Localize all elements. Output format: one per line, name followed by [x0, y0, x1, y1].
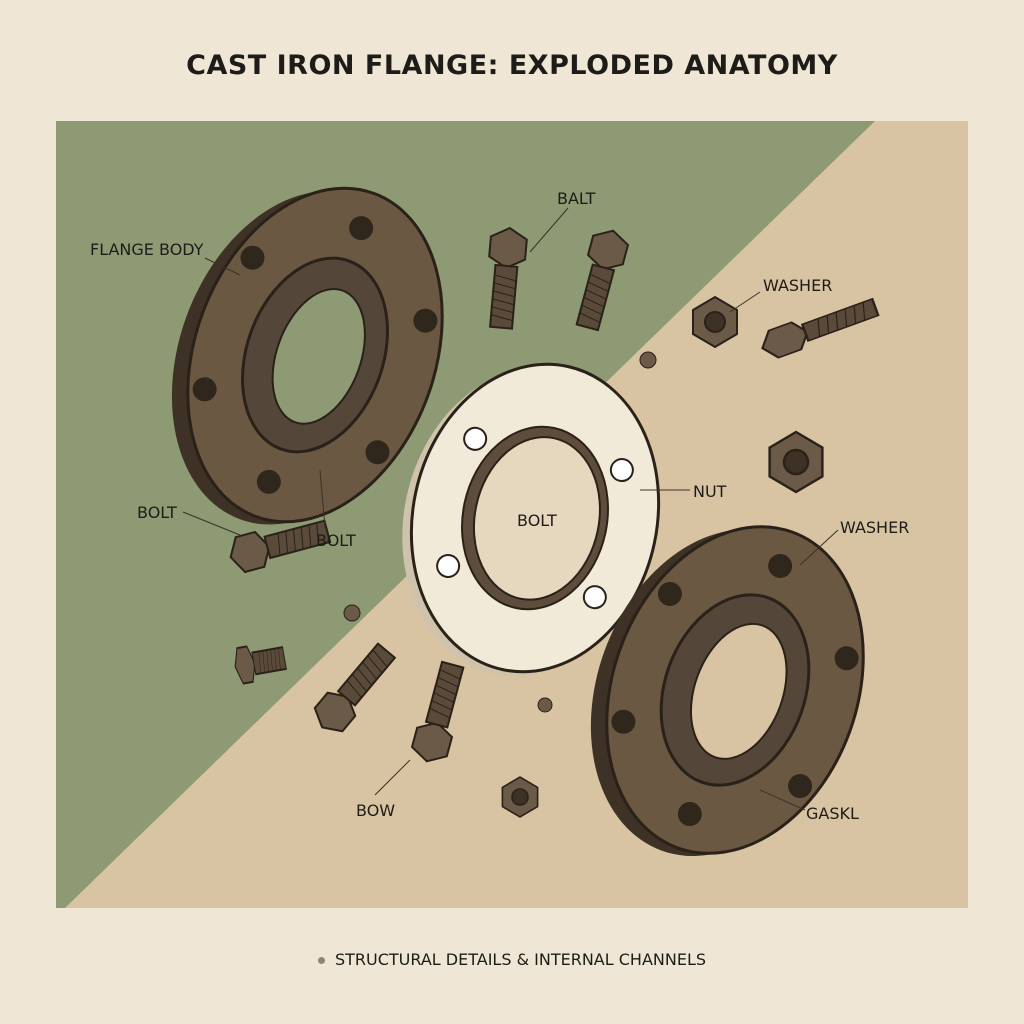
dot-icon [317, 957, 325, 964]
footer-text: STRUCTURAL DETAILS & INTERNAL CHANNELS [334, 950, 707, 969]
label-flange-body: FLANGE BODY [90, 240, 204, 259]
pin-icon [537, 697, 553, 713]
diagram-title: CAST IRON FLANGE: EXPLODED ANATOMY [186, 50, 838, 81]
label-bolt-left: BOLT [137, 503, 177, 522]
label-washer-top: WASHER [763, 276, 832, 295]
footer-caption: STRUCTURAL DETAILS & INTERNAL CHANNELS [0, 950, 1024, 969]
label-washer-right: WASHER [840, 518, 909, 537]
label-gaskl: GASKL [806, 804, 859, 823]
label-bolt-center: BOLT [517, 511, 557, 530]
label-balt: BALT [557, 189, 596, 208]
label-nut: NUT [693, 482, 727, 501]
pin-icon [639, 351, 657, 369]
label-bow: BOW [356, 801, 395, 820]
leader-lines [182, 207, 839, 811]
pin-icon [343, 604, 361, 622]
gasket [402, 362, 661, 676]
flange-body-right [590, 525, 865, 857]
label-bolt-under-flange: BOLT [316, 531, 356, 550]
